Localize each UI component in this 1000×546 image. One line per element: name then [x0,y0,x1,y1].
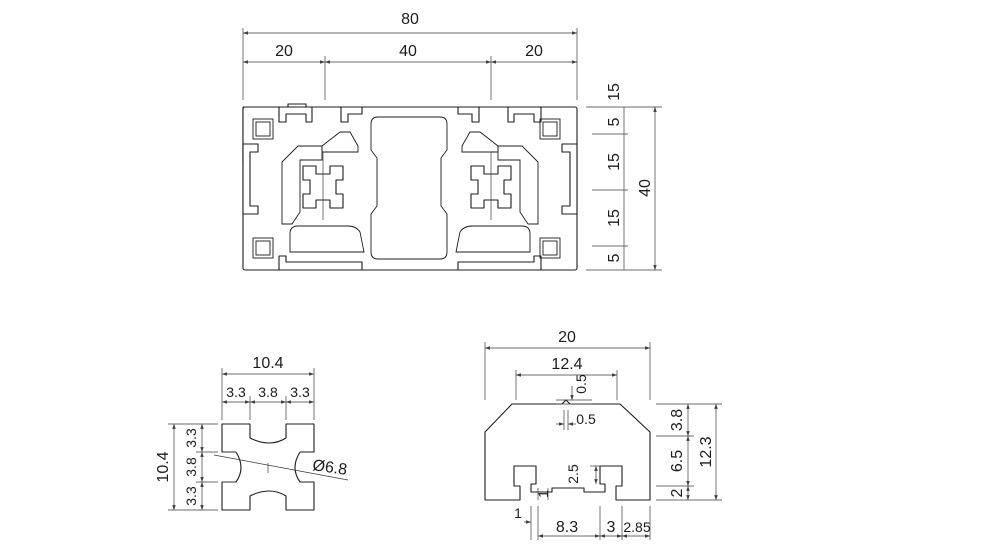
dim-core-w-seg-3: 3.3 [290,384,310,400]
top-right-slot [507,106,542,123]
center-cavity [370,116,448,260]
dim-slot-top-offset-b: 0.5 [576,411,596,427]
right-upper-cavity [497,145,539,225]
dim-slot-right-seg-1: 3.8 [669,409,686,431]
corner-hole-tr [539,118,561,140]
main-profile [242,103,578,271]
dim-width-total: 80 [401,11,419,28]
dim-slot-right-total: 12.3 [698,436,715,467]
slot-detail: 20 12.4 0.5 0.5 2.5 1 3.8 6.5 2 12.3 [484,329,722,540]
corner-hole-br-inner [542,240,558,256]
dim-seg-1: 15 [606,83,623,101]
dim-slot-lip-b: 1 [514,505,522,521]
dim-seg-2: 5 [606,117,623,126]
bottom-left-slot [278,255,363,271]
left-top-web [321,131,359,153]
dim-slot-right-seg-2: 6.5 [669,450,686,472]
dim-slot-bottom-seg-1: 8.3 [556,519,578,536]
slot-detail-outline [484,399,651,501]
corner-hole-tl [252,118,274,140]
dim-core-w-seg-2: 3.8 [258,384,278,400]
corner-hole-tr-inner [542,121,558,137]
dim-core-h-seg-1: 3.3 [183,428,199,448]
left-side-slot [242,143,259,215]
dim-seg-5: 5 [606,253,623,262]
right-top-web [461,131,499,153]
bottom-right-slot [457,255,542,271]
dim-core-width: 10.4 [252,355,283,372]
main-top-dimensions: 80 20 40 20 [242,11,578,100]
dim-seg-3: 15 [606,153,623,171]
left-lower-cavity [289,225,365,253]
corner-hole-bl [252,237,274,259]
dim-diameter: Ø6.8 [311,457,348,479]
dim-slot-right-seg-3: 2 [669,488,686,497]
dim-slot-depth: 2.5 [565,464,581,484]
dim-slot-width: 20 [558,329,576,346]
dim-core-h-seg-2: 3.8 [183,457,199,477]
right-lower-cavity [455,225,531,253]
main-right-dimensions: 15 5 15 15 5 40 [586,83,662,271]
core-detail: Ø6.8 10.4 3.3 3.8 3.3 10.4 3.3 3.8 3.3 [155,355,349,511]
dim-core-w-seg-1: 3.3 [226,384,246,400]
right-side-slot [561,143,578,215]
dim-seg-4: 15 [606,209,623,227]
dim-slot-bottom-seg-2: 3 [607,519,616,536]
dim-core-h-seg-3: 3.3 [183,486,199,506]
dim-width-left: 20 [275,43,293,60]
dim-height-total: 40 [637,179,654,197]
main-profile-body [242,106,578,271]
top-left-slot [278,106,313,123]
dim-slot-opening: 12.4 [551,356,582,373]
corner-hole-br [539,237,561,259]
dim-width-right: 20 [525,43,543,60]
dim-width-middle: 40 [399,43,417,60]
left-upper-cavity [281,145,323,225]
corner-hole-bl-inner [255,240,271,256]
top-center-left-slot [340,106,363,123]
dim-slot-top-offset: 0.5 [573,374,589,394]
dim-slot-bottom-seg-3: 2.85 [623,519,650,535]
diameter-leader [213,454,349,481]
dim-slot-lip: 1 [535,490,551,498]
corner-hole-tl-inner [255,121,271,137]
dim-core-height: 10.4 [155,451,172,482]
top-center-right-slot [457,106,480,123]
